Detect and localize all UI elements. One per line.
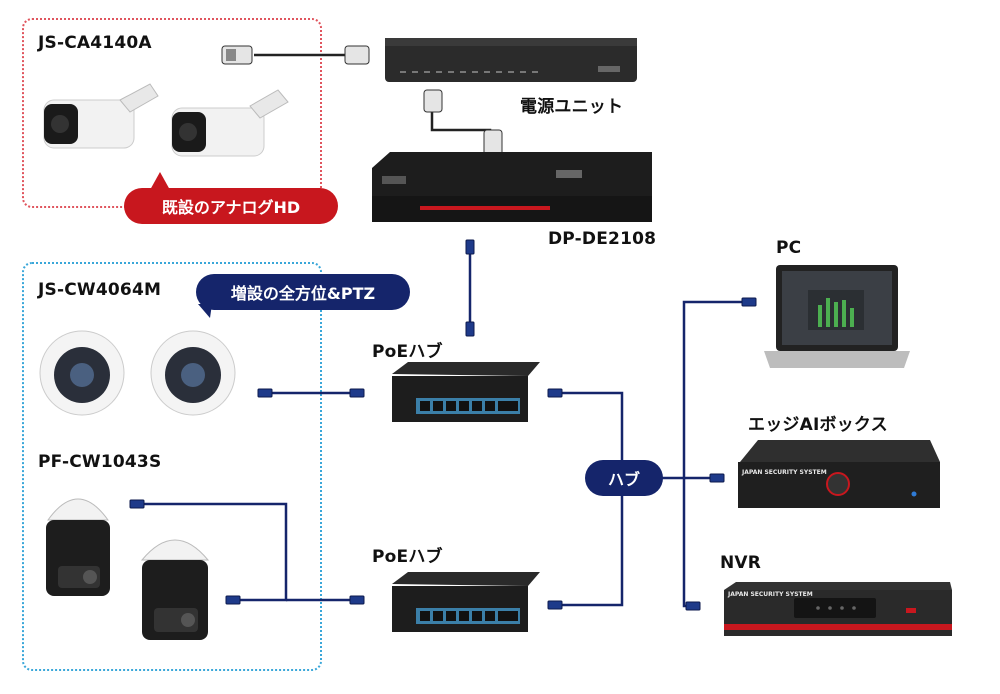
hub-badge: ハブ (585, 460, 663, 496)
ptz-camera-1 (46, 498, 110, 596)
added-cameras-badge: 増設の全方位&PTZ (196, 274, 410, 310)
ip-camera-label: JS-CW4064M (38, 280, 162, 300)
ip-camera-group (22, 262, 322, 671)
poe-hub-top-device (392, 362, 540, 422)
dome-camera-2 (150, 330, 236, 416)
existing-analog-badge-pointer (150, 172, 170, 190)
poe-hub-bottom-device (392, 572, 540, 632)
power-unit-device (385, 38, 637, 82)
decoder-device (372, 152, 652, 222)
edge-ai-box-label: エッジAIボックス (748, 415, 888, 435)
edge-ai-brand-text: JAPAN SECURITY SYSTEM (742, 469, 827, 476)
ptz-camera-label: PF-CW1043S (38, 452, 162, 472)
bnc-connectors (221, 45, 503, 157)
poe-hub-top-label: PoEハブ (372, 342, 443, 362)
cable-ptz1-to-poe (140, 502, 288, 602)
existing-analog-badge: 既設のアナログHD (124, 188, 338, 224)
decoder-label: DP-DE2108 (548, 229, 657, 249)
pc-label: PC (776, 238, 802, 258)
cable-hub-to-nvr (682, 478, 700, 608)
ptz-camera-2 (140, 539, 210, 640)
coax-cable-power-to-decoder (430, 110, 492, 140)
added-cameras-badge-pointer (198, 304, 212, 318)
analog-camera-label: JS-CA4140A (38, 33, 152, 53)
pc-laptop-device (764, 265, 910, 368)
nvr-label: NVR (720, 553, 762, 573)
edge-ai-box-device (738, 440, 940, 508)
nvr-device (724, 582, 952, 636)
bullet-camera-2 (171, 89, 289, 157)
bullet-camera-1 (43, 83, 159, 149)
nvr-brand-text: JAPAN SECURITY SYSTEM (728, 591, 813, 598)
cable-hub-to-pc (660, 300, 752, 480)
power-unit-label: 電源ユニット (520, 97, 624, 117)
poe-hub-bottom-label: PoEハブ (372, 547, 443, 567)
rj45-connectors (129, 239, 757, 611)
cable-poe-top-to-hub (548, 391, 624, 607)
dome-camera-1 (39, 330, 125, 416)
